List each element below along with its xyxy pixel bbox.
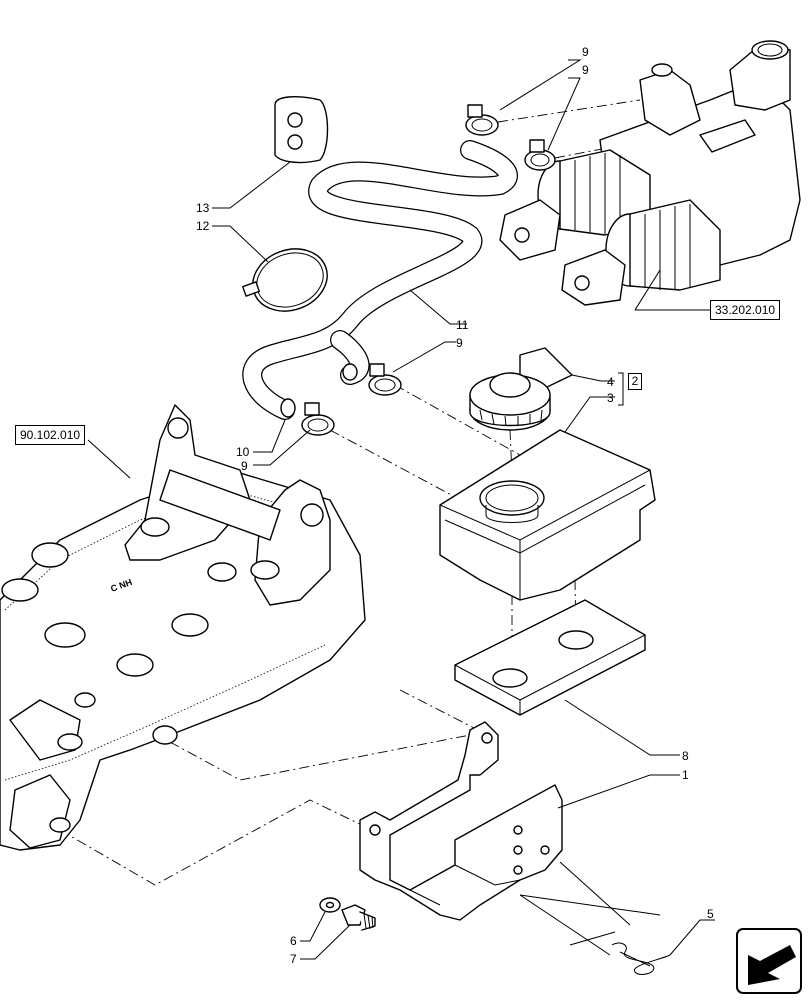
- callout-group-bracket: [618, 372, 624, 406]
- callout-5: 5: [707, 907, 714, 921]
- washer-and-bolt: [319, 897, 376, 931]
- callout-12: 12: [196, 219, 210, 233]
- callout-4: 4: [607, 375, 614, 389]
- callout-7: 7: [290, 952, 297, 966]
- leader-lines: [87, 59, 715, 960]
- callout-numbers: 9 9 13 12 11 9 4 3 10 9 8 1 5 6 7: [196, 45, 714, 966]
- support-bracket: [359, 721, 563, 921]
- callout-6: 6: [290, 934, 297, 948]
- fluid-reservoir: [439, 429, 656, 601]
- callout-9: 9: [241, 459, 248, 473]
- reference-33-202-010[interactable]: 33.202.010: [710, 300, 781, 320]
- callout-9: 9: [582, 45, 589, 59]
- grommet: [274, 96, 329, 164]
- frame-casting: C NH: [0, 404, 366, 851]
- next-page-arrow-icon[interactable]: [736, 928, 802, 994]
- quantity-box: 2: [628, 373, 642, 390]
- cable-tie: [242, 248, 328, 312]
- callout-8: 8: [682, 749, 689, 763]
- mounting-plate: [454, 599, 646, 716]
- hose-clamps: [301, 104, 556, 436]
- callout-10: 10: [236, 445, 250, 459]
- callout-3: 3: [607, 391, 614, 405]
- callout-9: 9: [582, 63, 589, 77]
- callout-9: 9: [456, 336, 463, 350]
- master-cylinder-assembly: [499, 40, 801, 306]
- hose: [242, 140, 518, 420]
- spring-clip: [611, 942, 671, 975]
- reservoir-cap: [469, 347, 573, 431]
- reference-90-102-010[interactable]: 90.102.010: [15, 425, 86, 445]
- callout-13: 13: [196, 201, 210, 215]
- callout-1: 1: [682, 768, 689, 782]
- callout-11: 11: [456, 318, 469, 332]
